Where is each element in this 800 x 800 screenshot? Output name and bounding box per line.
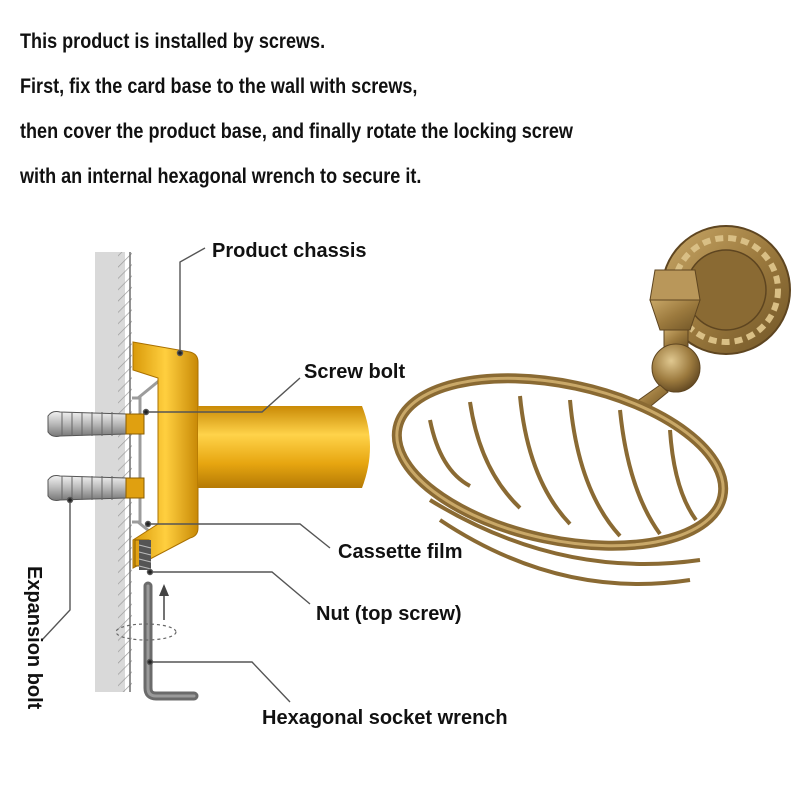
- label-product-chassis: Product chassis: [212, 240, 367, 262]
- label-cassette-film: Cassette film: [338, 541, 463, 563]
- leader-hex-wrench: [152, 661, 291, 703]
- screw-bolt-cylinder: [198, 406, 370, 488]
- instruction-line-4: with an internal hexagonal wrench to sec…: [20, 165, 422, 188]
- leader-nut: [152, 571, 311, 605]
- leader-cassette-film: [150, 523, 331, 549]
- soap-dish-product: [391, 225, 791, 586]
- instruction-line-2: First, fix the card base to the wall wit…: [20, 75, 418, 98]
- leader-expansion-bolt: [41, 500, 71, 641]
- instruction-text: This product is installed by screws. Fir…: [20, 28, 790, 208]
- label-expansion-bolt: Expansion bolt: [23, 566, 45, 710]
- label-screw-bolt: Screw bolt: [304, 361, 405, 383]
- instruction-line-3: then cover the product base, and finally…: [20, 120, 573, 143]
- wall-hatching: [118, 252, 132, 692]
- leader-lines: [41, 247, 331, 703]
- instruction-line-1: This product is installed by screws.: [20, 30, 326, 53]
- leader-screw-bolt: [148, 377, 301, 413]
- product-chassis: [132, 341, 199, 569]
- leader-product-chassis: [179, 247, 206, 352]
- card-base-clip-top: [137, 378, 161, 400]
- nut-top-screw: [138, 540, 152, 570]
- rotation-arrow-icon: [115, 584, 177, 641]
- expansion-bolt-upper: [47, 411, 145, 437]
- wall: [95, 252, 132, 692]
- basket-wires: [428, 395, 701, 586]
- label-nut: Nut (top screw): [316, 603, 462, 625]
- expansion-bolt-lower: [47, 475, 145, 501]
- card-base: [132, 396, 142, 524]
- label-hex-wrench: Hexagonal socket wrench: [262, 707, 508, 729]
- hex-wrench: [143, 581, 199, 701]
